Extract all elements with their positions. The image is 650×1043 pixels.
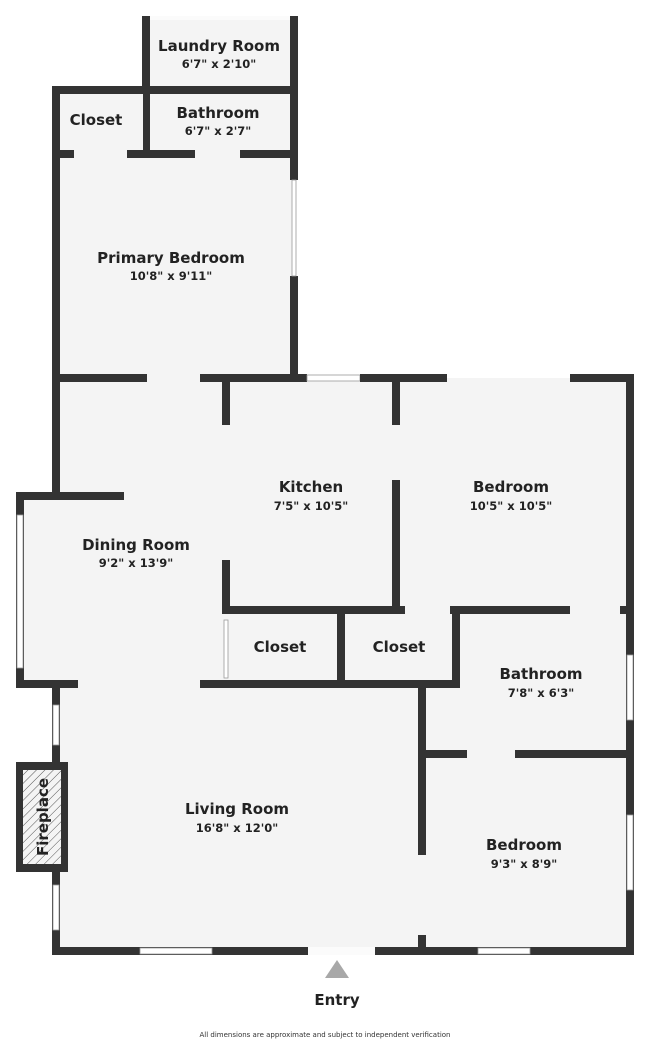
room-name: Bathroom [499, 665, 582, 683]
room-dim: 9'2" x 13'9" [99, 556, 173, 570]
room-dim: 16'8" x 12'0" [196, 821, 278, 835]
floors [20, 18, 632, 952]
room-closet-top: Closet [70, 111, 123, 129]
room-dim: 7'5" x 10'5" [274, 499, 348, 513]
room-laundry: Laundry Room 6'7" x 2'10" [158, 37, 280, 71]
room-name: Closet [254, 638, 307, 656]
room-name: Laundry Room [158, 37, 280, 55]
room-living: Living Room 16'8" x 12'0" [185, 800, 289, 835]
footnote: All dimensions are approximate and subje… [200, 1031, 451, 1039]
room-name: Bedroom [473, 478, 549, 496]
room-closet-right: Closet [373, 638, 426, 656]
room-name: Kitchen [279, 478, 343, 496]
entry-label: Entry [314, 991, 359, 1009]
room-closet-left: Closet [254, 638, 307, 656]
room-dim: 6'7" x 2'10" [182, 57, 256, 71]
room-bathroom-top: Bathroom 6'7" x 2'7" [176, 104, 259, 138]
fireplace: Fireplace [16, 762, 68, 872]
room-name: Closet [373, 638, 426, 656]
room-name: Primary Bedroom [97, 249, 245, 267]
room-bathroom-2: Bathroom 7'8" x 6'3" [499, 665, 582, 700]
room-bedroom-1: Bedroom 10'5" x 10'5" [470, 478, 552, 513]
room-name: Bathroom [176, 104, 259, 122]
room-dim: 10'8" x 9'11" [130, 269, 212, 283]
room-name: Dining Room [82, 536, 190, 554]
room-dim: 7'8" x 6'3" [508, 686, 574, 700]
room-name: Bedroom [486, 836, 562, 854]
room-dim: 6'7" x 2'7" [185, 124, 251, 138]
room-dim: 10'5" x 10'5" [470, 499, 552, 513]
room-primary-bedroom: Primary Bedroom 10'8" x 9'11" [97, 249, 245, 283]
room-bedroom-2: Bedroom 9'3" x 8'9" [486, 836, 562, 871]
room-name: Closet [70, 111, 123, 129]
room-dining: Dining Room 9'2" x 13'9" [82, 536, 190, 570]
entry-arrow-icon [325, 960, 349, 978]
room-kitchen: Kitchen 7'5" x 10'5" [274, 478, 348, 513]
room-name: Living Room [185, 800, 289, 818]
fireplace-label: Fireplace [34, 778, 52, 856]
room-dim: 9'3" x 8'9" [491, 857, 557, 871]
